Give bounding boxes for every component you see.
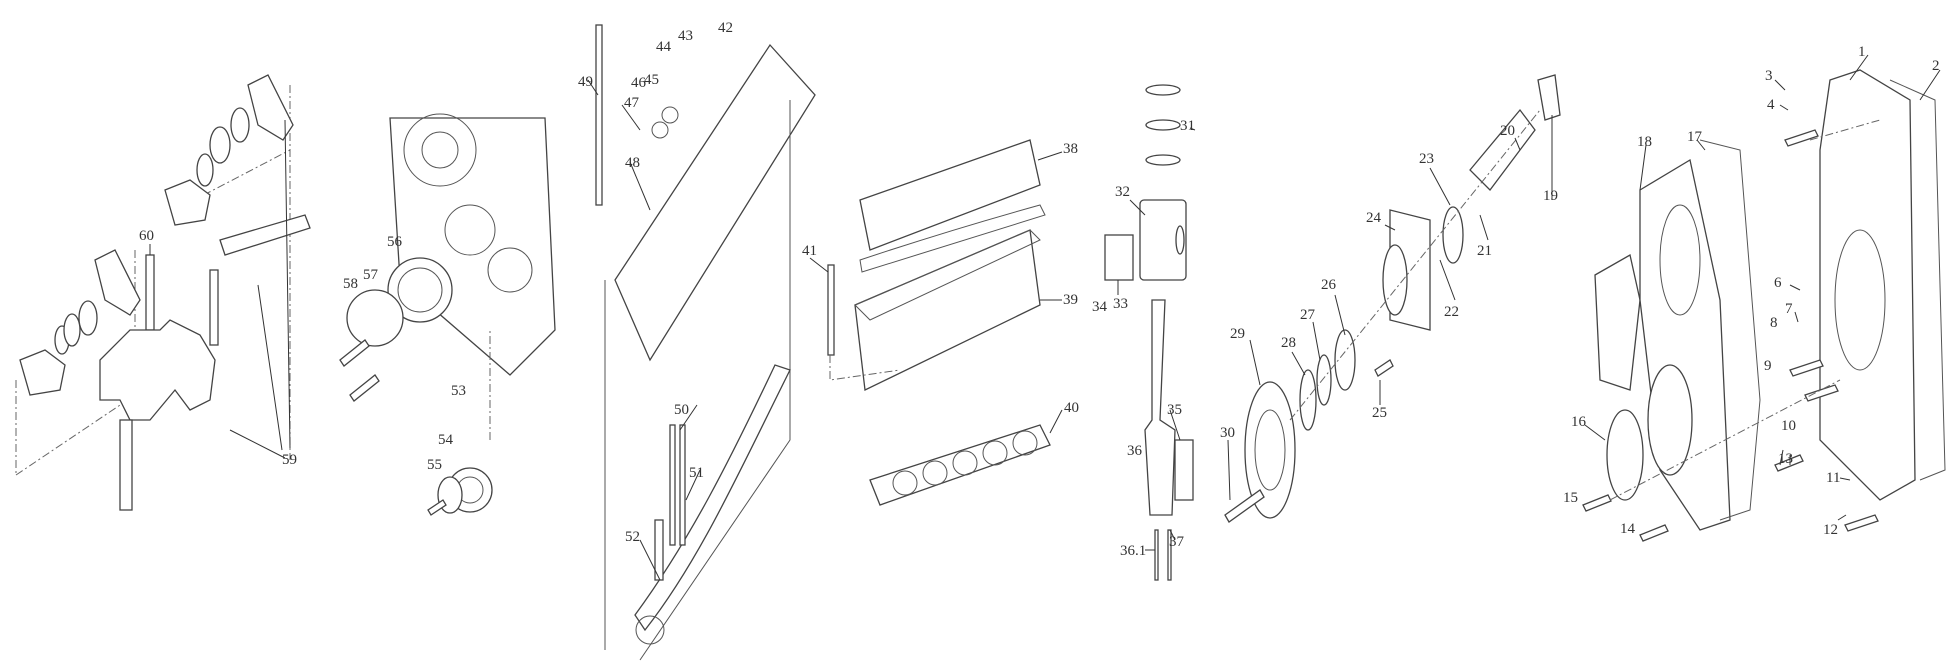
callout-37: 37 bbox=[1169, 534, 1185, 550]
callout-27: 27 bbox=[1300, 307, 1316, 323]
callout-53: 53 bbox=[451, 383, 466, 399]
callout-55: 55 bbox=[427, 457, 442, 473]
callout-36-1: 36.1 bbox=[1120, 543, 1146, 559]
gear-train-assembly bbox=[339, 113, 556, 516]
callout-10: 10 bbox=[1781, 418, 1796, 434]
callout-56: 56 bbox=[387, 234, 403, 250]
piston-conrod-assembly bbox=[1104, 84, 1196, 581]
callout-7: 7 bbox=[1785, 301, 1793, 317]
callout-4: 4 bbox=[1767, 97, 1775, 113]
rocker-arm-assembly bbox=[15, 74, 311, 511]
cylinder-block-camshaft bbox=[587, 24, 816, 661]
callout-36: 36 bbox=[1127, 443, 1143, 459]
callout-39: 39 bbox=[1063, 292, 1078, 308]
callout-60: 60 bbox=[139, 228, 154, 244]
callout-34: 34 bbox=[1092, 299, 1108, 315]
callout-30: 30 bbox=[1220, 425, 1235, 441]
callout-24: 24 bbox=[1366, 210, 1382, 226]
callout-52: 52 bbox=[625, 529, 640, 545]
callout-6: 6 bbox=[1774, 275, 1782, 291]
callout-41: 41 bbox=[802, 243, 817, 259]
callout-40: 40 bbox=[1064, 400, 1079, 416]
callout-8: 8 bbox=[1770, 315, 1778, 331]
callout-50: 50 bbox=[674, 402, 689, 418]
callout-12: 12 bbox=[1823, 522, 1838, 538]
callout-42: 42 bbox=[718, 20, 733, 36]
cylinder-head-assembly bbox=[809, 139, 1063, 506]
callout-54: 54 bbox=[438, 432, 454, 448]
crank-pulley-assembly bbox=[1224, 74, 1561, 523]
callout-16: 16 bbox=[1571, 414, 1587, 430]
callout-14: 14 bbox=[1620, 521, 1636, 537]
callout-22: 22 bbox=[1444, 304, 1459, 320]
callout-23: 23 bbox=[1419, 151, 1434, 167]
callout-33: 33 bbox=[1113, 296, 1128, 312]
front-cover-assembly bbox=[1582, 54, 1946, 542]
callout-51: 51 bbox=[689, 465, 704, 481]
callout-3: 3 bbox=[1765, 68, 1773, 84]
callout-57: 57 bbox=[363, 267, 379, 283]
callout-43: 43 bbox=[678, 28, 693, 44]
callout-45: 45 bbox=[644, 72, 659, 88]
callout-32: 32 bbox=[1115, 184, 1130, 200]
callout-21: 21 bbox=[1477, 243, 1492, 259]
callout-15: 15 bbox=[1563, 490, 1578, 506]
callout-18: 18 bbox=[1637, 134, 1652, 150]
callout-1: 1 bbox=[1858, 44, 1866, 60]
callout-29: 29 bbox=[1230, 326, 1245, 342]
callout-19: 19 bbox=[1543, 188, 1558, 204]
callout-58: 58 bbox=[343, 276, 358, 292]
callout-48: 48 bbox=[625, 155, 640, 171]
callout-20: 20 bbox=[1500, 123, 1515, 139]
callout-17: 17 bbox=[1687, 129, 1703, 145]
callout-49: 49 bbox=[578, 74, 593, 90]
callout-35: 35 bbox=[1167, 402, 1182, 418]
callout-13: 13 bbox=[1778, 451, 1793, 467]
callout-38: 38 bbox=[1063, 141, 1078, 157]
callout-labels: 1 2 3 4 6 7 8 9 10 11 12 13 14 15 16 17 … bbox=[139, 20, 1940, 559]
callout-44: 44 bbox=[656, 39, 672, 55]
callout-25: 25 bbox=[1372, 405, 1387, 421]
callout-9: 9 bbox=[1764, 358, 1772, 374]
callout-11: 11 bbox=[1826, 470, 1840, 486]
callout-31: 31 bbox=[1180, 118, 1195, 134]
callout-47: 47 bbox=[624, 95, 640, 111]
callout-28: 28 bbox=[1281, 335, 1296, 351]
callout-46: 46 bbox=[631, 75, 647, 91]
callout-26: 26 bbox=[1321, 277, 1337, 293]
callout-2: 2 bbox=[1932, 58, 1940, 74]
callout-59: 59 bbox=[282, 452, 297, 468]
